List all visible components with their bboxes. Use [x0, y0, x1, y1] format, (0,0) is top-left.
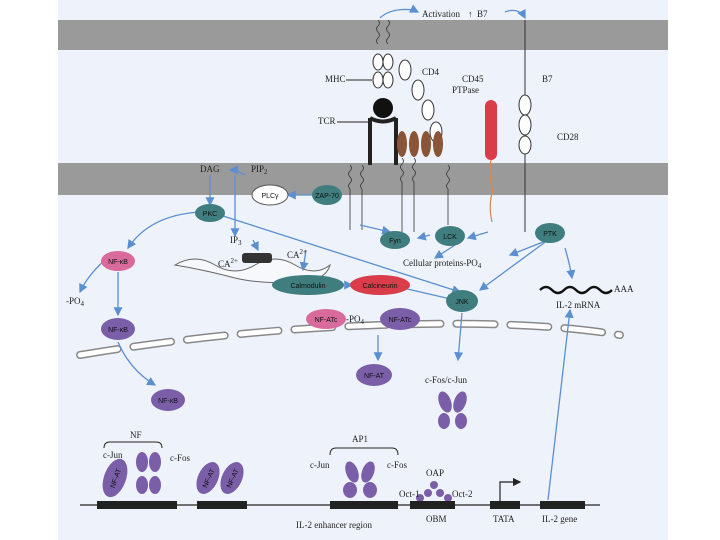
nfatc-a-node-label: NF-ATc	[315, 317, 338, 324]
cd28-molecule	[518, 135, 532, 232]
dna-box-nfat	[197, 501, 247, 509]
oap-label: OAP	[426, 468, 444, 478]
plcg-node-label: PLCγ	[261, 193, 279, 200]
zap70-node-label: ZAP-70	[315, 193, 339, 200]
nfat-dna-complex-1: NF-AT	[102, 452, 161, 498]
up-arrow-glyph: ↑	[468, 9, 473, 19]
dna-box-obm	[410, 501, 455, 509]
cd45-ptpase-molecule	[485, 100, 497, 160]
nfat-node-label: NF-AT	[364, 373, 385, 380]
activation-label: Activation	[422, 9, 460, 19]
nf-label: NF	[130, 430, 142, 440]
nfat-dna-complex-2: NF-AT NF-AT	[196, 462, 244, 494]
cfos-right-label: c-Fos	[387, 460, 407, 470]
nfat-node: NF-AT	[356, 364, 392, 386]
signal-arrows	[79, 165, 576, 501]
cd3-complex	[397, 131, 443, 157]
lck-node-label: LCK	[443, 234, 457, 241]
pkc-node: PKC	[195, 204, 225, 222]
cjun-right-label: c-Jun	[310, 460, 330, 470]
nfatc-a-node: NF-ATc	[306, 309, 346, 329]
pip2-label: PIP2	[251, 164, 268, 176]
activation-arrow-right	[504, 8, 526, 20]
cd45-label: CD45	[462, 74, 484, 84]
fyn-node: Fyn	[380, 231, 410, 249]
nuclear-envelope-inner	[77, 321, 623, 358]
b7-top-label: B7	[477, 9, 488, 19]
nfkb-mid-node: NF-κB	[101, 318, 135, 340]
mhc-molecule	[372, 53, 394, 118]
aaa-label: AAA	[614, 284, 634, 294]
cd28-label: CD28	[557, 132, 579, 142]
ap1-bracket	[329, 447, 399, 456]
ap1-dimer	[343, 461, 377, 498]
transmembrane-coils	[348, 19, 450, 232]
cfos-cjun-dimer	[438, 391, 467, 429]
calcium-channel	[242, 253, 272, 263]
nfkb-mid-node-label: NF-κB	[108, 327, 128, 334]
oct2-label: Oct-2	[452, 489, 473, 499]
ca-left-label: CA2+	[218, 257, 238, 269]
tata-label: TATA	[493, 514, 515, 524]
cd45-tail	[489, 159, 494, 223]
dna-box-nf	[97, 501, 177, 509]
il2-mrna-label: IL-2 mRNA	[556, 300, 601, 310]
cellular-proteins-label: Cellular proteins-PO4	[403, 258, 482, 270]
transcription-start-arrow	[499, 477, 522, 501]
calcineurin-node-label: Calcineurin	[362, 283, 397, 290]
jnk-node-label: JNK	[455, 299, 469, 306]
nfkb-bottom-node: NF-κB	[151, 389, 185, 411]
ptk-node-label: PTK	[543, 231, 557, 238]
zap70-node: ZAP-70	[312, 185, 342, 205]
lck-node: LCK	[435, 226, 465, 246]
dna-box-tata	[490, 501, 520, 509]
b7-molecule	[518, 20, 532, 136]
ca-right-label: CA2+	[287, 248, 307, 260]
ap1-label: AP1	[352, 434, 368, 444]
dna-box-ap1	[330, 501, 398, 509]
cfos-cjun-label: c-Fos/c-Jun	[425, 375, 467, 385]
plcg-node: PLCγ	[251, 184, 289, 206]
po4-left-label: -PO4	[66, 296, 85, 308]
nfkb-top-node-label: NF-κB	[108, 259, 128, 266]
cd4-molecule	[398, 59, 443, 143]
activation-arrow-left	[379, 4, 420, 19]
nfatc-b-node-label: NF-ATc	[389, 317, 412, 324]
calmodulin-node-label: Calmodulin	[290, 283, 325, 290]
pkc-node-label: PKC	[203, 211, 217, 218]
cjun-left-label: c-Jun	[103, 450, 123, 460]
nfatc-b-node: NF-ATc	[380, 308, 420, 330]
tcr-label: TCR	[318, 116, 336, 126]
calcineurin-node: Calcineurin	[350, 275, 410, 295]
il2-gene-label: IL-2 gene	[542, 514, 577, 524]
il2-enhancer-label: IL-2 enhancer region	[296, 520, 372, 530]
jnk-node: JNK	[446, 290, 478, 312]
nfkb-bottom-node-label: NF-κB	[158, 398, 178, 405]
oct-complex	[416, 481, 452, 502]
il2-mrna-strand	[539, 285, 613, 295]
cd4-label: CD4	[422, 67, 440, 77]
tcr-receptor	[368, 116, 398, 165]
ptpase-label: PTPase	[452, 85, 479, 95]
calmodulin-node: Calmodulin	[272, 275, 344, 295]
nfkb-top-node: NF-κB	[101, 251, 135, 271]
po4-mid-label: -PO4	[346, 314, 365, 326]
apc-membrane	[58, 20, 668, 50]
ip3-label: IP3	[230, 235, 242, 247]
dag-label: DAG	[200, 164, 220, 174]
ptk-node: PTK	[535, 223, 565, 243]
obm-label: OBM	[426, 514, 447, 524]
oct1-label: Oct-1	[399, 489, 420, 499]
dna-box-il2-gene	[540, 501, 585, 509]
nf-bracket	[103, 441, 163, 449]
fyn-node-label: Fyn	[389, 238, 401, 245]
cfos-left-label: c-Fos	[170, 453, 190, 463]
mhc-label: MHC	[325, 74, 346, 84]
b7-label: B7	[542, 74, 553, 84]
